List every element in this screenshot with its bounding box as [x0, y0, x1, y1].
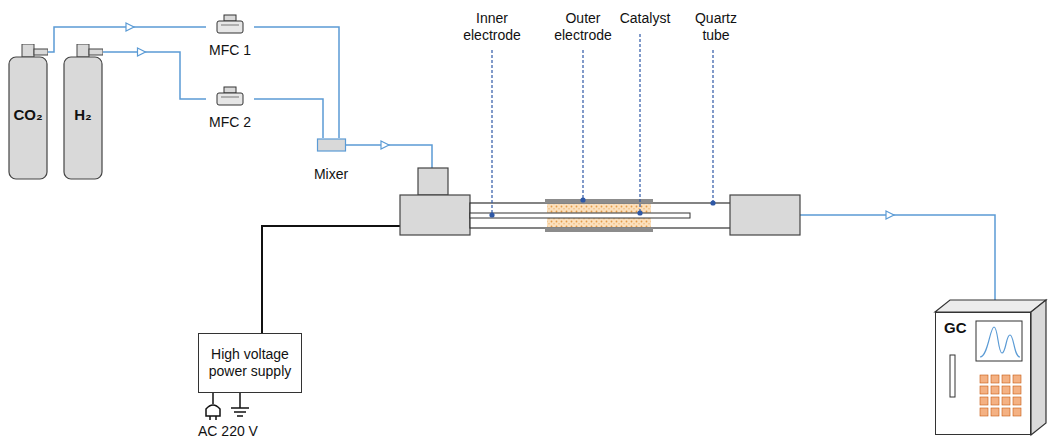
gc-top-face: [935, 300, 1046, 312]
node-text: GC: [944, 319, 1022, 337]
plug-symbol: [206, 393, 220, 420]
node-text: Mixer: [311, 166, 352, 183]
hv-wire: [262, 226, 400, 333]
end-cap: [730, 195, 800, 235]
node-outline: [206, 86, 254, 108]
node-text: MFC 2: [206, 114, 254, 131]
inner-electrode: [470, 213, 690, 218]
gc-side-face: [1031, 300, 1046, 435]
node-outline: [311, 138, 352, 154]
outer-electrode: [545, 199, 653, 203]
inlet-fitting: [418, 168, 448, 195]
node-text: CO₂: [8, 106, 48, 124]
gas-pipe: [800, 215, 995, 300]
node-outline: [206, 14, 254, 36]
gas-line: [254, 27, 339, 138]
mass-flow-controller: MFC 1: [206, 14, 254, 59]
node-text: MFC 1: [206, 42, 254, 59]
flow-arrow: [886, 211, 894, 219]
gas-line-path: [103, 52, 206, 99]
leader-dots: [489, 197, 715, 217]
gas-cylinder: H₂: [63, 44, 103, 180]
node-text: H₂: [63, 106, 103, 124]
part-label: Outer electrode: [543, 10, 623, 44]
gas-chromatograph: GC: [935, 312, 1031, 435]
flow-arrow: [381, 141, 389, 149]
gas-cylinder: CO₂: [8, 44, 48, 180]
flow-arrow: [138, 48, 146, 56]
power-supply-box: High voltage power supply: [198, 333, 302, 393]
outer-electrode: [545, 228, 653, 232]
mass-flow-controller: MFC 2: [206, 86, 254, 131]
part-label: Inner electrode: [452, 10, 532, 44]
part-label: Catalyst: [605, 10, 685, 27]
gas-mixer: Mixer: [311, 138, 352, 183]
ground-symbol: [231, 393, 249, 416]
flow-arrow: [126, 23, 134, 31]
gas-line: [103, 48, 206, 99]
quartz-tube: [470, 203, 732, 228]
voltage-label: AC 220 V: [183, 423, 273, 440]
gas-line: [254, 99, 323, 138]
leader-lines: [492, 34, 713, 214]
part-label: Quartz tube: [686, 10, 746, 44]
gas-line-path: [254, 27, 339, 138]
gas-line-path: [254, 99, 323, 138]
gas-line: [48, 23, 206, 52]
t-fitting: [400, 195, 470, 235]
node-text: High voltage power supply: [205, 346, 295, 380]
gas-pipe: [346, 145, 432, 168]
